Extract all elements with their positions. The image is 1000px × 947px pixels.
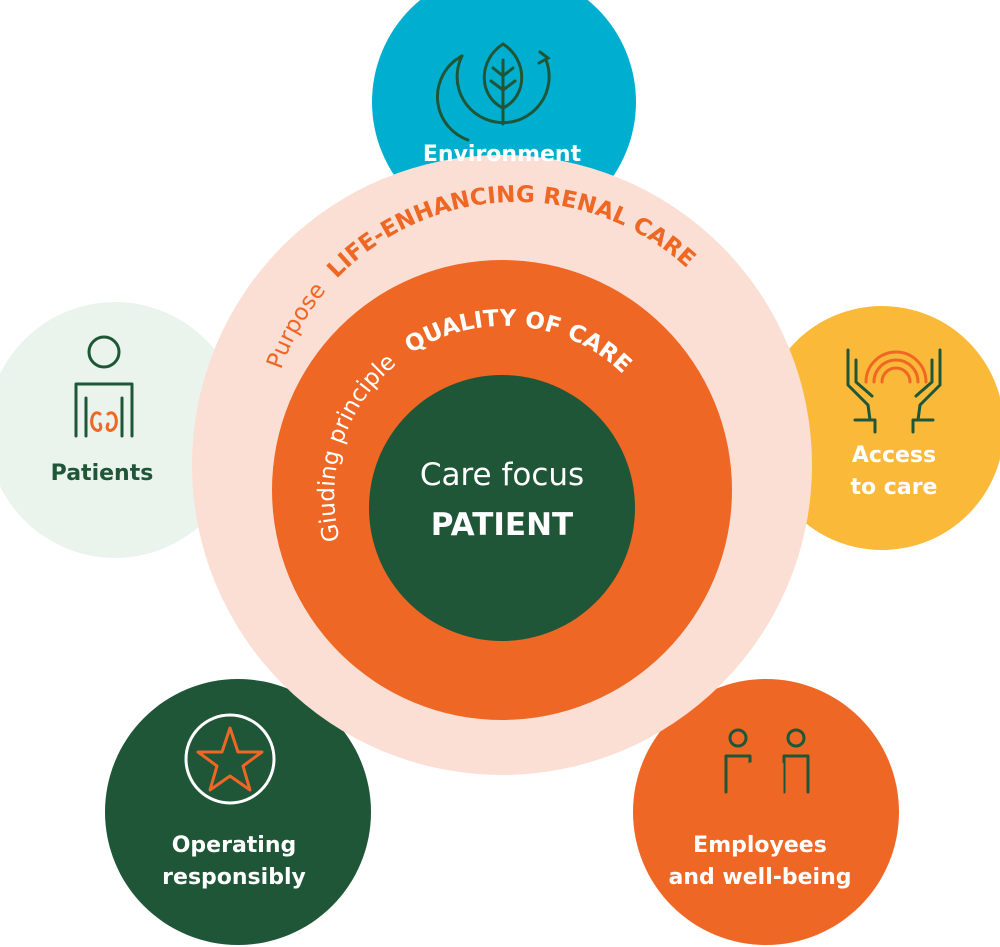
core-patient-label: PATIENT xyxy=(431,507,573,543)
patient-kidney-icon xyxy=(74,335,134,438)
core-focus-label: Care focus xyxy=(420,457,584,493)
access-label-line1: Access xyxy=(852,443,936,468)
operating-circle xyxy=(105,679,371,945)
environment-label: Environment xyxy=(423,142,582,167)
star-badge-icon xyxy=(184,713,276,805)
leaf-cycle-icon xyxy=(435,42,551,142)
employees-label-line2: and well-being xyxy=(669,865,852,890)
hands-rainbow-icon xyxy=(846,348,942,434)
patients-label: Patients xyxy=(51,461,154,486)
people-group-icon xyxy=(724,728,810,824)
employees-label-line1: Employees xyxy=(693,833,827,858)
operating-label-line2: responsibly xyxy=(162,865,306,890)
access-label-line2: to care xyxy=(851,475,938,500)
operating-label-line1: Operating xyxy=(172,833,297,858)
core-circle xyxy=(369,375,635,641)
